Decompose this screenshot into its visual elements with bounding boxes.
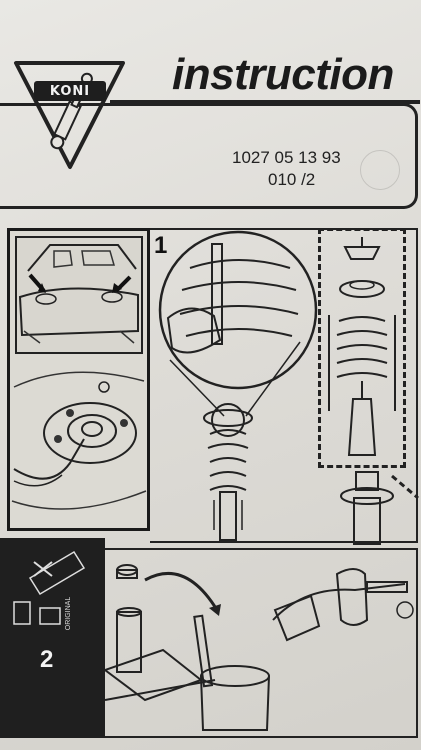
original-label: ORIGINAL xyxy=(65,596,73,631)
header-rule xyxy=(110,100,420,104)
header-frame xyxy=(0,103,418,209)
step2-sidebar: ORIGINAL xyxy=(0,538,105,738)
step-number-1: 1 xyxy=(154,232,168,259)
revision-code: 010 /2 xyxy=(268,170,316,189)
brand-badge: KONI xyxy=(34,81,106,101)
spring-compressor-illustration xyxy=(158,230,318,541)
step2-panel xyxy=(105,548,418,738)
faint-stamp xyxy=(360,150,400,190)
part-number: 1027 05 13 93 xyxy=(232,148,341,167)
engine-bay-illustration xyxy=(11,236,147,510)
original-parts-icon xyxy=(13,550,86,625)
strut-housing-illustration xyxy=(340,471,419,545)
koni-triangle-icon xyxy=(14,61,125,169)
exploded-view-frame xyxy=(318,228,406,468)
step-number-2: 2 xyxy=(40,646,54,673)
koni-logo: KONI xyxy=(12,55,127,175)
damper-replacement-illustration xyxy=(105,564,414,731)
step1-strut-panel: 1 xyxy=(150,228,418,543)
step1-vehicle-panel xyxy=(7,228,150,531)
exploded-strut-illustration xyxy=(328,237,396,456)
page-title: instruction xyxy=(172,50,394,99)
